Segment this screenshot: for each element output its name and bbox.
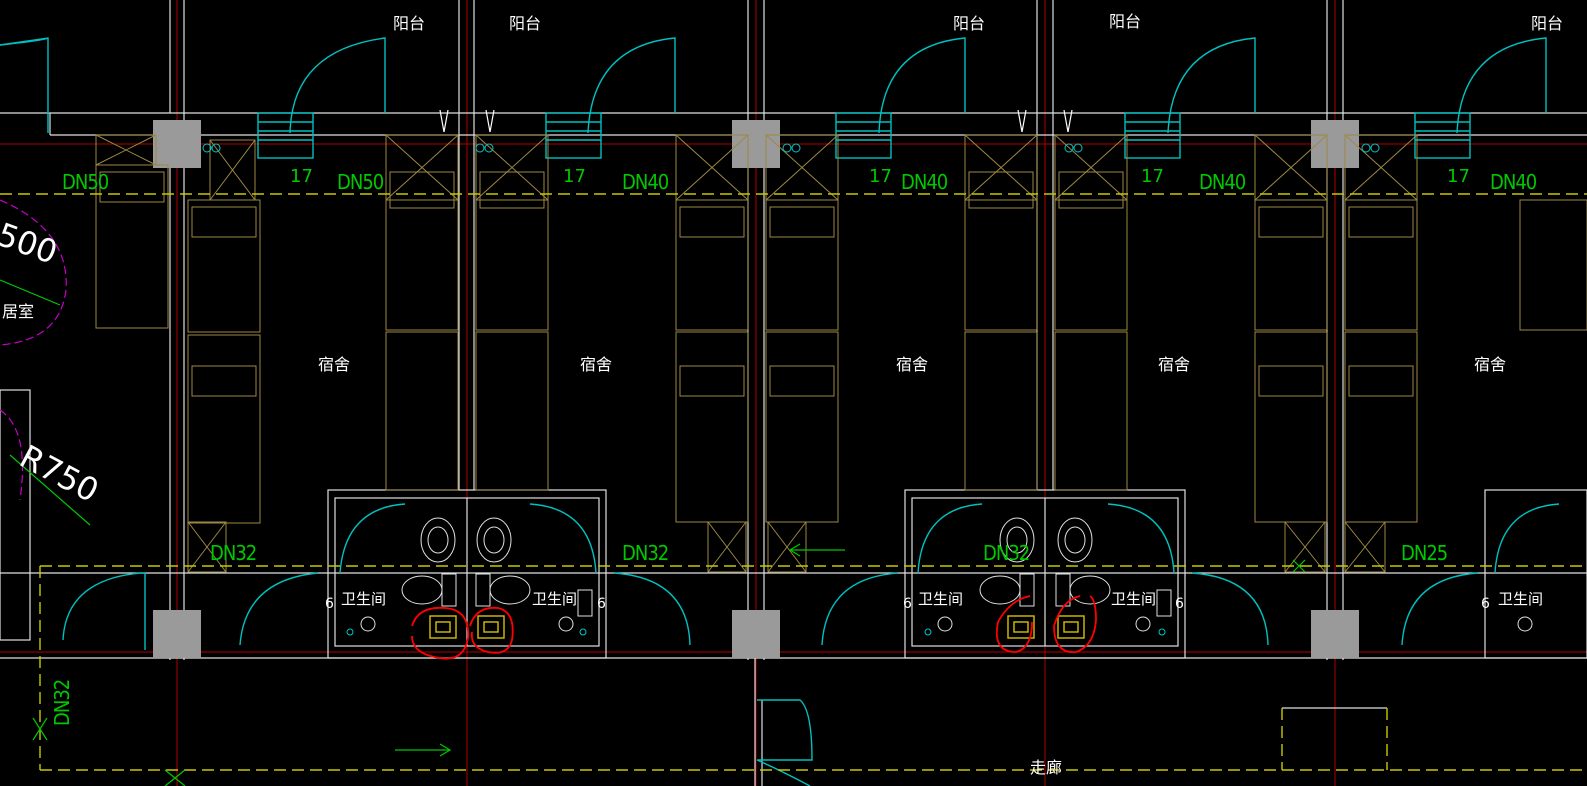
- furniture: [95, 134, 1587, 573]
- label-dorm-4: 宿舍: [1158, 355, 1191, 374]
- label-six-1: 6: [325, 596, 334, 612]
- label-pipe-dn32-2: DN32: [622, 541, 669, 565]
- label-riser-17-3: 17: [869, 166, 892, 187]
- label-pipe-dn40-2: DN40: [901, 170, 948, 194]
- label-washroom-3: 卫生间: [918, 590, 964, 608]
- label-corridor: 走廊: [1030, 758, 1063, 777]
- label-six-4: 6: [1175, 596, 1184, 612]
- water-pipes: [0, 193, 1587, 771]
- label-six-2: 6: [597, 596, 606, 612]
- label-balcony-1: 阳台: [393, 14, 426, 33]
- label-dorm-3: 宿舍: [896, 355, 929, 374]
- green-arrows: [0, 279, 1306, 786]
- radius-arcs: [0, 199, 67, 501]
- label-washroom-2: 卫生间: [532, 590, 578, 608]
- label-riser-17-4: 17: [1141, 166, 1164, 187]
- label-pipe-dn50-1: DN50: [62, 170, 109, 194]
- label-riser-17-5: 17: [1447, 166, 1470, 187]
- label-balcony-3: 阳台: [953, 14, 986, 33]
- label-riser-17-1: 17: [290, 166, 313, 187]
- label-riser-17-2: 17: [563, 166, 586, 187]
- tick-marks: [439, 109, 1073, 133]
- label-balcony-2: 阳台: [509, 14, 542, 33]
- riser-markers: [202, 143, 1380, 636]
- label-dorm-5: 宿舍: [1474, 355, 1507, 374]
- label-dorm-2: 宿舍: [580, 355, 613, 374]
- markup-circles: [411, 595, 1097, 660]
- sanitary-fixtures: [360, 517, 1533, 632]
- label-pipe-dn32-1: DN32: [210, 541, 257, 565]
- label-pipe-dn40-1: DN40: [622, 170, 669, 194]
- label-pipe-dn32-3: DN32: [983, 541, 1030, 565]
- corridor-doors: [62, 503, 1560, 786]
- label-dorm-1: 宿舍: [318, 355, 351, 374]
- label-washroom-5: 卫生间: [1498, 590, 1544, 608]
- label-pipe-dn32-vertical: DN32: [50, 679, 74, 726]
- floor-drains: [429, 615, 1085, 639]
- label-living-room: 居室: [2, 302, 35, 321]
- label-pipe-dn50-2: DN50: [337, 170, 384, 194]
- label-pipe-dn40-3: DN40: [1199, 170, 1246, 194]
- columns: [153, 120, 1359, 658]
- label-washroom-1: 卫生间: [341, 590, 387, 608]
- label-pipe-dn40-4: DN40: [1490, 170, 1537, 194]
- label-six-5: 6: [1481, 596, 1490, 612]
- balcony-doors: [0, 37, 1547, 159]
- label-balcony-4: 阳台: [1109, 12, 1142, 31]
- label-washroom-4: 卫生间: [1111, 590, 1157, 608]
- label-six-3: 6: [903, 596, 912, 612]
- label-balcony-5: 阳台: [1531, 14, 1564, 33]
- label-pipe-dn25: DN25: [1401, 541, 1448, 565]
